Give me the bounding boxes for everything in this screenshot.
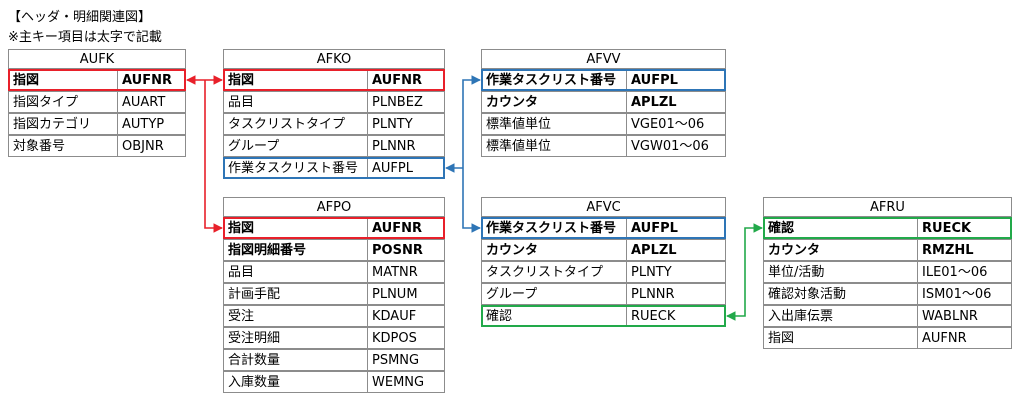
table-row: 作業タスクリスト番号 AUFPL xyxy=(481,69,726,91)
tech-name: PLNBEZ xyxy=(367,91,445,113)
field-label: 入庫数量 xyxy=(223,371,368,393)
field-label: 合計数量 xyxy=(223,349,368,371)
table-name: AFKO xyxy=(223,49,445,69)
field-label: 指図 xyxy=(763,327,918,349)
table-name: AFRU xyxy=(763,197,1012,217)
tech-name: ISM01～06 xyxy=(917,283,1012,305)
connector-afko-afvc xyxy=(462,168,481,233)
field-label: 受注 xyxy=(223,305,368,327)
table-row: 入庫数量 WEMNG xyxy=(223,371,445,393)
tech-name: VGE01～06 xyxy=(626,113,726,135)
field-label: グループ xyxy=(481,283,627,305)
field-label: 単位/活動 xyxy=(763,261,918,283)
table-name: AUFK xyxy=(8,49,186,69)
field-label: 作業タスクリスト番号 xyxy=(481,217,627,239)
field-label: 品目 xyxy=(223,261,368,283)
table-row: 品目 MATNR xyxy=(223,261,445,283)
table-row: 指図 AUFNR xyxy=(763,327,1012,349)
table-row: 計画手配 PLNUM xyxy=(223,283,445,305)
tech-name: RMZHL xyxy=(917,239,1012,261)
table-row: 作業タスクリスト番号 AUFPL xyxy=(223,157,445,179)
field-label: 標準値単位 xyxy=(481,135,627,157)
table-row: 受注明細 KDPOS xyxy=(223,327,445,349)
table-name: AFVC xyxy=(481,197,726,217)
table-row: タスクリストタイプ PLNTY xyxy=(481,261,726,283)
table-afpo: AFPO 指図 AUFNR 指図明細番号 POSNR 品目 MATNR 計画手配… xyxy=(223,197,445,393)
tech-name: PLNUM xyxy=(367,283,445,305)
tech-name: PLNNR xyxy=(367,135,445,157)
table-row: 指図カテゴリ AUTYP xyxy=(8,113,186,135)
field-label: 作業タスクリスト番号 xyxy=(481,69,627,91)
table-row: 指図タイプ AUART xyxy=(8,91,186,113)
table-row: 単位/活動 ILE01～06 xyxy=(763,261,1012,283)
table-row: タスクリストタイプ PLNTY xyxy=(223,113,445,135)
tech-name: VGW01～06 xyxy=(626,135,726,157)
field-label: 品目 xyxy=(223,91,368,113)
table-afru: AFRU 確認 RUECK カウンタ RMZHL 単位/活動 ILE01～06 … xyxy=(763,197,1012,349)
table-row: グループ PLNNR xyxy=(481,283,726,305)
field-label: 確認対象活動 xyxy=(763,283,918,305)
table-row: 指図 AUFNR xyxy=(8,69,186,91)
table-row: 確認対象活動 ISM01～06 xyxy=(763,283,1012,305)
diagram-title: 【ヘッダ・明細関連図】 xyxy=(8,10,152,25)
tech-name: ILE01～06 xyxy=(917,261,1012,283)
table-aufk: AUFK 指図 AUFNR 指図タイプ AUART 指図カテゴリ AUTYP 対… xyxy=(8,49,186,157)
tech-name: AUFNR xyxy=(367,69,445,91)
tech-name: KDPOS xyxy=(367,327,445,349)
table-row: カウンタ APLZL xyxy=(481,239,726,261)
field-label: タスクリストタイプ xyxy=(223,113,368,135)
connector-aufk-afpo xyxy=(204,80,223,233)
tech-name: WABLNR xyxy=(917,305,1012,327)
tech-name: AUTYP xyxy=(117,113,186,135)
diagram-note: ※主キー項目は太字で記載 xyxy=(8,30,162,45)
tech-name: KDAUF xyxy=(367,305,445,327)
table-name: AFVV xyxy=(481,49,726,69)
tech-name: AUFNR xyxy=(117,69,186,91)
field-label: グループ xyxy=(223,135,368,157)
connector-afko-afvv xyxy=(462,75,481,168)
tech-name: APLZL xyxy=(626,239,726,261)
table-row: 標準値単位 VGW01～06 xyxy=(481,135,726,157)
tech-name: MATNR xyxy=(367,261,445,283)
tech-name: APLZL xyxy=(626,91,726,113)
tech-name: PLNNR xyxy=(626,283,726,305)
table-row: 入出庫伝票 WABLNR xyxy=(763,305,1012,327)
table-name: AFPO xyxy=(223,197,445,217)
tech-name: WEMNG xyxy=(367,371,445,393)
table-row: 受注 KDAUF xyxy=(223,305,445,327)
table-afko: AFKO 指図 AUFNR 品目 PLNBEZ タスクリストタイプ PLNTY … xyxy=(223,49,445,179)
tech-name: PSMNG xyxy=(367,349,445,371)
tech-name: AUART xyxy=(117,91,186,113)
field-label: 対象番号 xyxy=(8,135,118,157)
field-label: カウンタ xyxy=(481,239,627,261)
table-row: 指図明細番号 POSNR xyxy=(223,239,445,261)
field-label: 指図タイプ xyxy=(8,91,118,113)
tech-name: PLNTY xyxy=(626,261,726,283)
table-row: 品目 PLNBEZ xyxy=(223,91,445,113)
field-label: 計画手配 xyxy=(223,283,368,305)
tech-name: AUFNR xyxy=(917,327,1012,349)
table-row: カウンタ RMZHL xyxy=(763,239,1012,261)
table-row: 対象番号 OBJNR xyxy=(8,135,186,157)
tech-name: OBJNR xyxy=(117,135,186,157)
tech-name: PLNTY xyxy=(367,113,445,135)
table-row: グループ PLNNR xyxy=(223,135,445,157)
field-label: 入出庫伝票 xyxy=(763,305,918,327)
field-label: カウンタ xyxy=(763,239,918,261)
table-row: 作業タスクリスト番号 AUFPL xyxy=(481,217,726,239)
field-label: 標準値単位 xyxy=(481,113,627,135)
table-row: カウンタ APLZL xyxy=(481,91,726,113)
tech-name: POSNR xyxy=(367,239,445,261)
field-label: 指図明細番号 xyxy=(223,239,368,261)
table-row: 指図 AUFNR xyxy=(223,69,445,91)
table-row: 標準値単位 VGE01～06 xyxy=(481,113,726,135)
field-label: タスクリストタイプ xyxy=(481,261,627,283)
connector-afvc-afru xyxy=(726,223,763,321)
table-afvv: AFVV 作業タスクリスト番号 AUFPL カウンタ APLZL 標準値単位 V… xyxy=(481,49,726,157)
field-label: 受注明細 xyxy=(223,327,368,349)
table-row: 合計数量 PSMNG xyxy=(223,349,445,371)
